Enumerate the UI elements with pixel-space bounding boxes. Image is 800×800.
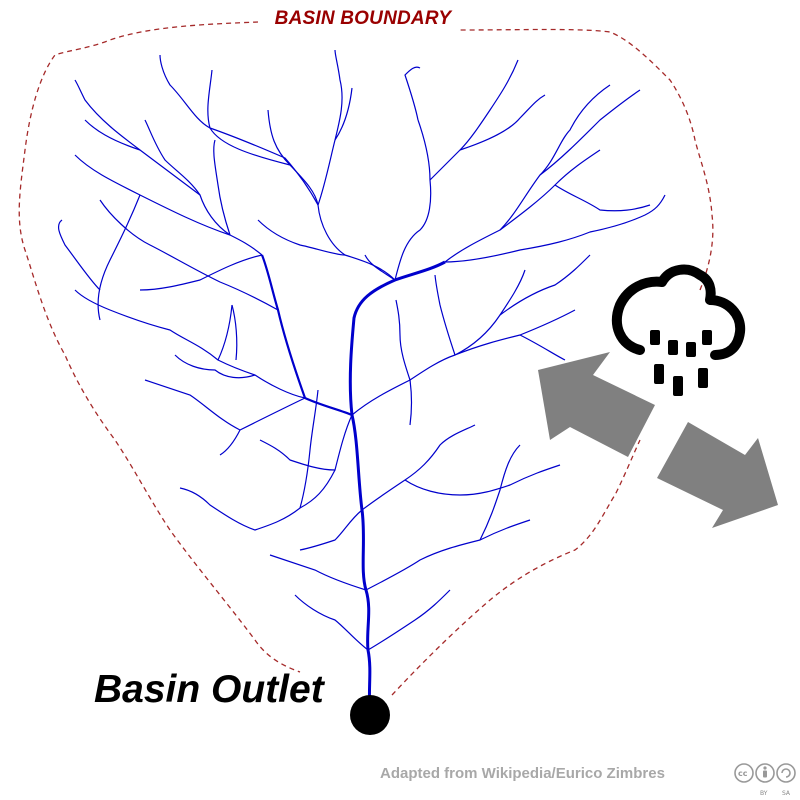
rain-cloud-icon — [611, 264, 746, 396]
cc-sa-text: SA — [782, 790, 791, 797]
attribution-credit: Adapted from Wikipedia/Eurico Zimbres — [380, 765, 665, 782]
cc-by-text: BY — [760, 790, 768, 797]
basin-outlet-label: Basin Outlet — [94, 668, 324, 711]
evaporation-arrow-icon — [538, 352, 655, 457]
cc-license-icon: cc — [734, 763, 796, 783]
svg-text:cc: cc — [738, 769, 748, 778]
basin-boundary-label: BASIN BOUNDARY — [274, 8, 452, 29]
outlet-point — [350, 695, 390, 735]
outflow-arrow-icon — [657, 422, 778, 528]
basin-boundary-line — [18, 21, 714, 696]
tributary-network — [57, 49, 666, 651]
main-river — [348, 260, 446, 709]
left-main-tributary — [260, 254, 353, 417]
